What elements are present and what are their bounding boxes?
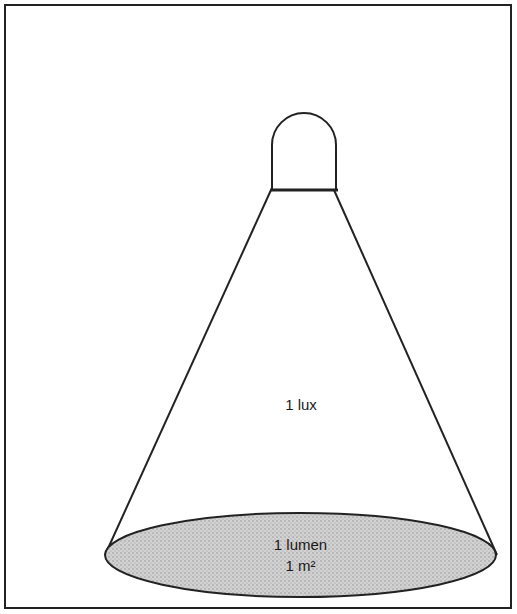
- unit-label: 1 m²: [286, 555, 316, 576]
- lamp-bulb: [272, 113, 336, 190]
- frame-border: [5, 5, 511, 608]
- cone-edge: [334, 190, 497, 555]
- lamp-base: [270, 189, 338, 192]
- ellipse-text-group: 1 lumen1 m²: [104, 512, 497, 598]
- unit-label: 1 lux: [105, 394, 497, 415]
- cone-edge: [105, 190, 271, 555]
- lit-area: [105, 513, 496, 597]
- light-cone: 1 lux: [105, 190, 497, 555]
- lit-surface: 1 lumen1 m²: [104, 512, 497, 598]
- unit-label: 1 lumen: [274, 534, 327, 555]
- cone-outline: [105, 190, 497, 555]
- ellipse-outline: [104, 512, 497, 598]
